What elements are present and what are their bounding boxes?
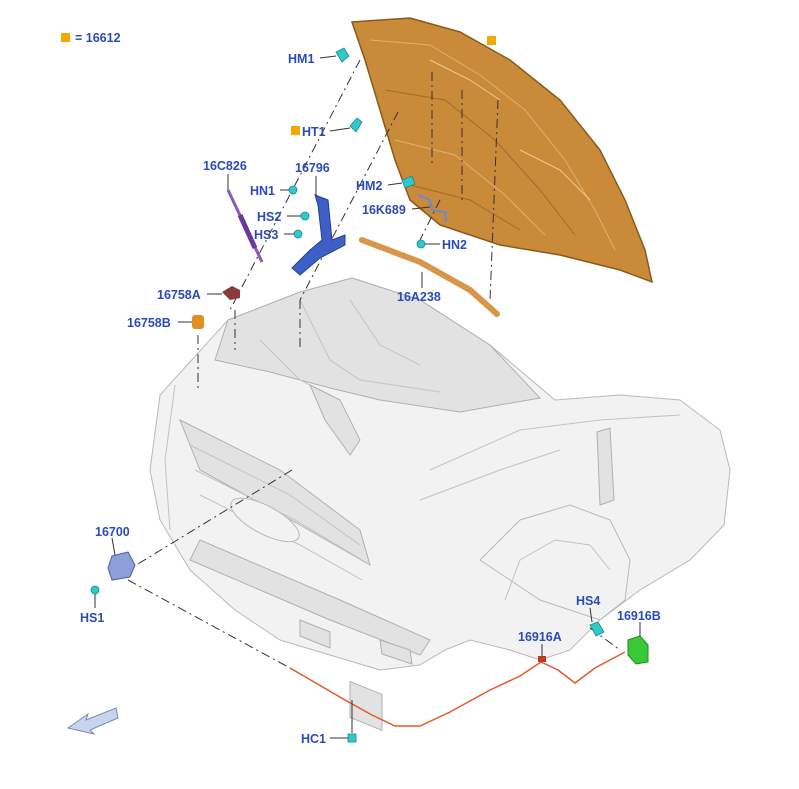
label-hc1: HC1 — [301, 732, 326, 746]
label-hs3: HS3 — [254, 228, 278, 242]
legend: = 16612 — [61, 31, 121, 45]
legend-marker-icon — [61, 33, 70, 42]
label-16916a: 16916A — [518, 630, 562, 644]
label-hm1: HM1 — [288, 52, 314, 66]
hood-strut-16c826 — [226, 189, 264, 263]
alignment-lines — [127, 59, 621, 669]
hood-bumper-16758b — [192, 315, 204, 329]
hood-bumper-16758a — [222, 286, 240, 300]
hs4-clip-icon — [589, 621, 605, 637]
fastener-clips — [90, 47, 605, 743]
hc1-clip-icon — [347, 733, 357, 743]
hood-seal-16a238 — [359, 237, 500, 317]
label-16758a: 16758A — [157, 288, 201, 302]
leader-lines — [94, 55, 641, 739]
label-hs4: HS4 — [576, 594, 600, 608]
hood-panel-16612 — [350, 17, 654, 284]
hs2-clip-icon — [300, 211, 310, 221]
latch-bracket-16700 — [107, 551, 136, 581]
callout-labels: HM1 HT1 16C826 16796 HN1 HS2 HS3 HM2 16K… — [80, 52, 661, 746]
label-16758b: 16758B — [127, 316, 171, 330]
hn2-clip-icon — [416, 239, 426, 249]
ht1-clip-icon — [349, 117, 363, 133]
label-hs2: HS2 — [257, 210, 281, 224]
label-16k689: 16K689 — [362, 203, 406, 217]
label-16a238: 16A238 — [397, 290, 441, 304]
hood-latch-16916b — [627, 635, 649, 665]
label-16796: 16796 — [295, 161, 330, 175]
label-16916b: 16916B — [617, 609, 661, 623]
prop-rod-16k689 — [417, 194, 447, 223]
truck-front-illustration — [149, 277, 731, 732]
hm1-clip-icon — [335, 47, 350, 63]
label-hn1: HN1 — [250, 184, 275, 198]
label-ht1: HT1 — [302, 125, 326, 139]
hs1-clip-icon — [90, 585, 100, 595]
ht1-marker-icon — [291, 126, 300, 135]
hn1-clip-icon — [288, 185, 298, 195]
label-16c826: 16C826 — [203, 159, 247, 173]
label-hm2: HM2 — [356, 179, 382, 193]
label-16700: 16700 — [95, 525, 130, 539]
hood-legend-marker-icon — [487, 36, 496, 45]
hood-hinge-16796 — [291, 194, 346, 276]
legend-text: = 16612 — [75, 31, 121, 45]
front-direction-arrow-icon — [66, 707, 119, 735]
label-hn2: HN2 — [442, 238, 467, 252]
hs3-clip-icon — [293, 229, 303, 239]
label-hs1: HS1 — [80, 611, 104, 625]
release-cable-16916a — [289, 651, 626, 727]
cable-connector-icon — [538, 656, 546, 662]
hm2-clip-icon — [401, 175, 416, 189]
